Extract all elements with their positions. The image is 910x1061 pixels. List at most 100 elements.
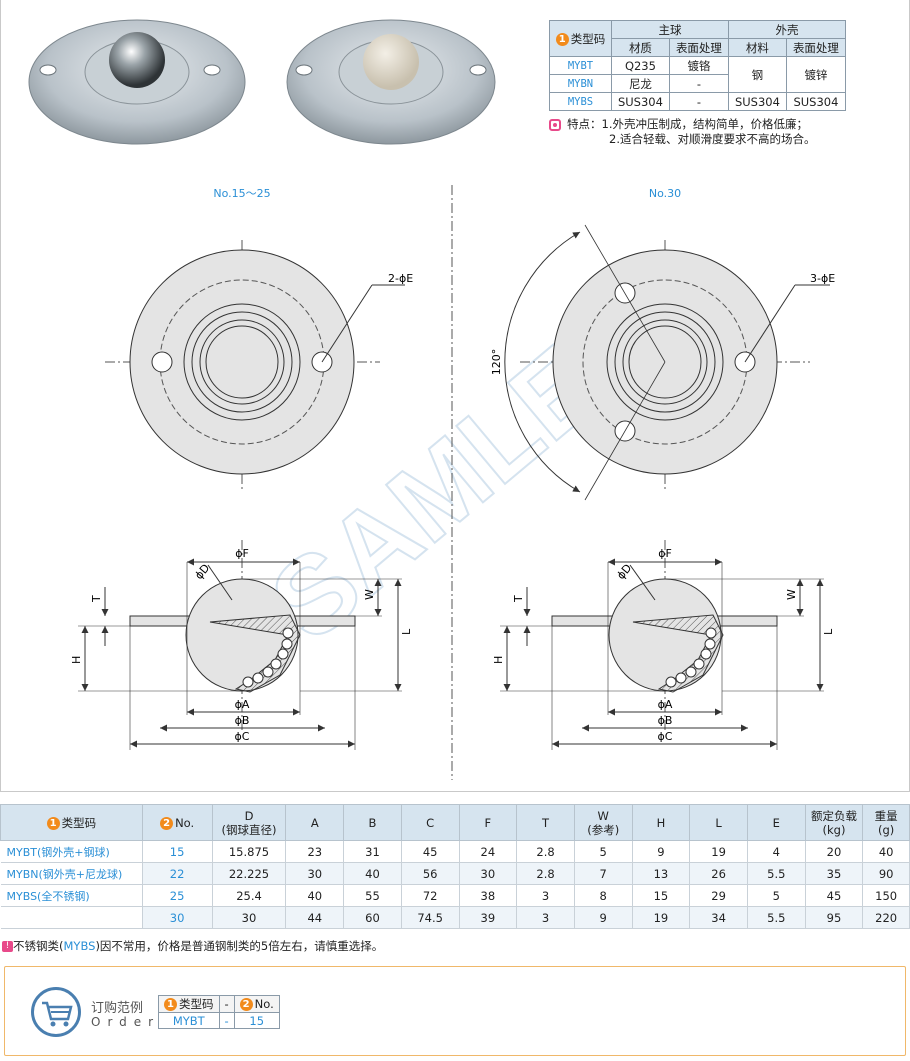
features-label: 特点：	[567, 117, 602, 131]
f-cell: 30	[458, 862, 518, 885]
order-no-value: 15	[233, 1012, 280, 1029]
t-header: T	[516, 804, 575, 841]
technical-drawing: SAMLE No.15～25 No.30 2-ϕE 120°	[70, 185, 835, 780]
dim-h: H	[70, 656, 83, 664]
e-cell: 4	[746, 840, 806, 863]
dim-c: ϕC	[658, 730, 673, 743]
shell-surface: SUS304	[785, 92, 847, 111]
b-cell: 55	[343, 884, 402, 907]
shell-header: 外壳	[727, 20, 847, 39]
e-header: E	[746, 804, 806, 841]
w-cell: 9	[573, 906, 633, 929]
warning-icon: !	[2, 941, 13, 952]
load-cell: 45	[804, 884, 864, 907]
order-dash: -	[218, 995, 235, 1013]
nylon-ball-photo	[286, 19, 496, 145]
features-block: 特点：1.外壳冲压制成，结构简单，价格低廉； 2.适合轻载、对顺滑度要求不高的场…	[549, 117, 815, 147]
shell-material-header: 材料	[727, 38, 787, 57]
angle-label: 120°	[490, 349, 503, 376]
weight-cell: 40	[862, 840, 910, 863]
feature-line-1: 1.外壳冲压制成，结构简单，价格低廉；	[601, 117, 808, 131]
e-cell: 5.5	[746, 906, 806, 929]
ball-material: SUS304	[611, 92, 670, 111]
right-hole-label: 3-ϕE	[810, 272, 835, 285]
f-cell: 38	[458, 884, 518, 907]
w-cell: 7	[573, 862, 633, 885]
l-cell: 29	[689, 884, 748, 907]
c-header: C	[400, 804, 460, 841]
load-cell: 20	[804, 840, 864, 863]
shell-surface-header: 表面处理	[785, 38, 847, 57]
ball-material: 尼龙	[611, 74, 670, 93]
c-cell: 72	[400, 884, 460, 907]
order-title: 订购范例	[91, 1001, 144, 1016]
d-cell: 15.875	[211, 840, 287, 863]
c-cell: 45	[400, 840, 460, 863]
dim-a: ϕA	[658, 698, 673, 711]
load-header: 额定负载(kg)	[804, 804, 864, 841]
dim-t: T	[512, 595, 525, 603]
dim-c: ϕC	[235, 730, 250, 743]
h-cell: 19	[631, 906, 691, 929]
right-top-view: 120° 3-ϕE	[490, 224, 835, 501]
l-cell: 19	[689, 840, 748, 863]
right-section-view: ϕF ϕD ϕA ϕB ϕC T H W L	[492, 540, 835, 750]
load-cell: 35	[804, 862, 864, 885]
t-cell: 3	[516, 906, 575, 929]
type-code: MYBN	[549, 74, 612, 93]
ball-material-header: 材质	[611, 38, 670, 57]
dim-d: ϕD	[614, 562, 634, 582]
c-cell: 74.5	[400, 906, 460, 929]
f-header: F	[458, 804, 518, 841]
dim-d: ϕD	[192, 562, 212, 582]
t-cell: 2.8	[516, 840, 575, 863]
left-view-title: No.15～25	[213, 187, 270, 200]
feature-icon	[549, 118, 561, 131]
no-cell: 15	[141, 840, 213, 863]
type-code: MYBS	[549, 92, 612, 111]
left-top-view: 2-ϕE	[105, 240, 413, 490]
a-header: A	[285, 804, 345, 841]
t-cell: 2.8	[516, 862, 575, 885]
type-cell: MYBT(钢外壳+钢球)	[0, 840, 143, 863]
no-cell: 22	[141, 862, 213, 885]
load-cell: 95	[804, 906, 864, 929]
shell-material: 钢	[727, 56, 787, 93]
h-cell: 13	[631, 862, 691, 885]
ball-header: 主球	[611, 20, 729, 39]
dim-w: W	[785, 589, 798, 600]
note: !不锈钢类(MYBS)因不常用，价格是普通钢制类的5倍左右，请慎重选择。	[2, 938, 383, 954]
dim-b: ϕB	[235, 714, 250, 727]
dim-w: W	[363, 589, 376, 600]
table-row: MYBN(钢外壳+尼龙球) 22 22.225 30 40 56 30 2.8 …	[0, 862, 910, 885]
order-subtitle: Order	[91, 1015, 161, 1029]
table-row: MYBS(全不锈钢) 25 25.4 40 55 72 38 3 8 15 29…	[0, 884, 910, 907]
w-header: W(参考)	[573, 804, 633, 841]
d-cell: 25.4	[211, 884, 287, 907]
dim-h: H	[492, 656, 505, 664]
right-view-title: No.30	[649, 187, 681, 200]
w-cell: 5	[573, 840, 633, 863]
shell-surface: 镀锌	[785, 56, 847, 93]
type-cell: MYBN(钢外壳+尼龙球)	[0, 862, 143, 885]
d-header: D(钢球直径)	[211, 804, 287, 841]
a-cell: 23	[285, 840, 345, 863]
feature-line-2: 2.适合轻载、对顺滑度要求不高的场合。	[609, 132, 816, 146]
weight-header: 重量(g)	[862, 804, 910, 841]
type-code: MYBT	[549, 56, 612, 75]
type-cell: MYBS(全不锈钢)	[0, 884, 143, 907]
a-cell: 30	[285, 862, 345, 885]
l-header: L	[689, 804, 748, 841]
dim-b: ϕB	[658, 714, 673, 727]
ball-surface: 镀铬	[668, 56, 729, 75]
shell-material: SUS304	[727, 92, 787, 111]
ball-surface-header: 表面处理	[668, 38, 729, 57]
